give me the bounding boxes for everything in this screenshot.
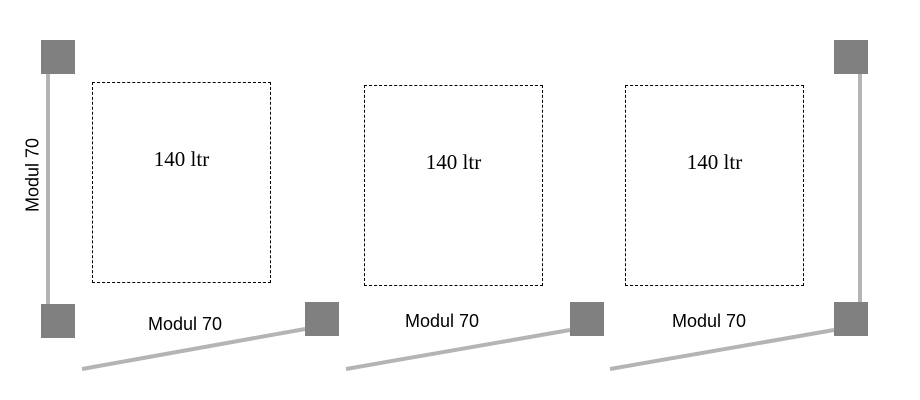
right-side-bar	[858, 74, 862, 304]
bin-capacity-label: 140 ltr	[686, 150, 743, 174]
post-bottom-left	[41, 304, 75, 338]
bin-capacity-label: 140 ltr	[425, 150, 482, 174]
bin-capacity-label: 140 ltr	[153, 147, 210, 171]
gate-line-2	[345, 328, 571, 371]
post-bottom-1	[305, 302, 339, 336]
module-label-1: Modul 70	[148, 314, 223, 334]
bin-box-1: 140 ltr	[92, 82, 271, 283]
post-bottom-right	[834, 302, 868, 336]
bin-box-2: 140 ltr	[364, 85, 543, 286]
side-module-label: Modul 70	[22, 137, 43, 213]
gate-line-1	[81, 327, 306, 371]
post-bottom-2	[570, 302, 604, 336]
gate-line-3	[609, 328, 835, 371]
left-side-bar	[46, 74, 50, 304]
post-top-left	[41, 40, 75, 74]
module-label-3: Modul 70	[672, 311, 747, 331]
bin-box-3: 140 ltr	[625, 85, 804, 286]
module-label-2: Modul 70	[405, 311, 480, 331]
post-top-right	[834, 40, 868, 74]
